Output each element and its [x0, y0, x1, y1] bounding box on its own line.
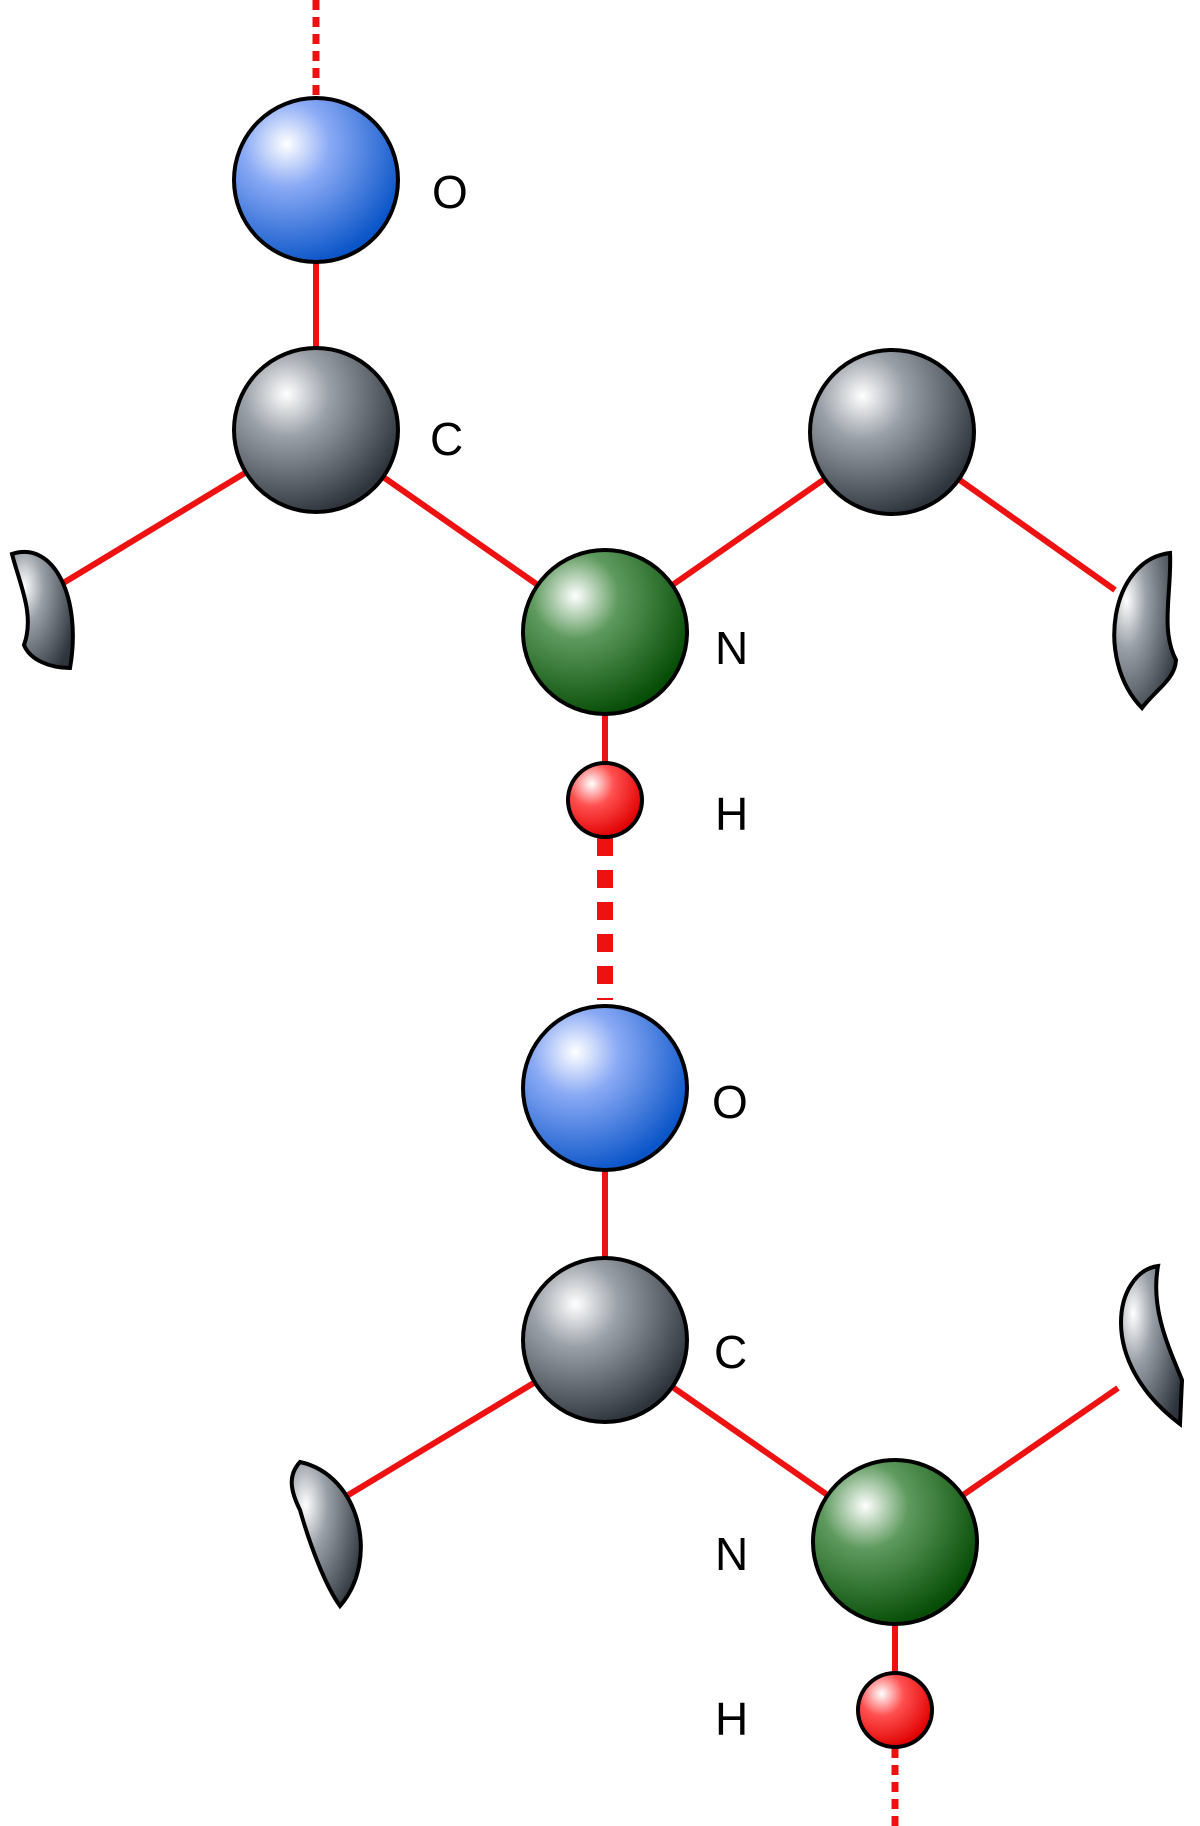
- atom-labels: O C N H O C N H: [430, 166, 748, 1745]
- label-h-top: H: [715, 788, 748, 840]
- oxygen-atom-bottom: [521, 1004, 689, 1172]
- partial-atoms: [9, 550, 1185, 1610]
- label-h-bottom: H: [715, 1693, 748, 1745]
- carbon-atom-right-top: [808, 348, 976, 516]
- partial-carbon-left-top: [9, 550, 75, 671]
- label-o-bottom: O: [712, 1076, 748, 1128]
- hydrogen-atom-top: [566, 761, 644, 839]
- nitrogen-atom-top: [521, 548, 689, 716]
- carbon-atom-top: [232, 346, 400, 514]
- nitrogen-atom-bottom: [811, 1458, 979, 1626]
- partial-carbon-right-bottom: [1119, 1263, 1185, 1428]
- label-n-top: N: [715, 622, 748, 674]
- partial-carbon-left-bottom: [289, 1459, 363, 1610]
- oxygen-atom-top: [232, 96, 400, 264]
- carbon-atom-bottom: [521, 1256, 689, 1424]
- hydrogen-atom-bottom: [856, 1671, 934, 1749]
- label-c-top: C: [430, 413, 463, 465]
- hydrogen-bonds: [312, 0, 899, 1826]
- label-o-top: O: [432, 166, 468, 218]
- partial-carbon-right-top: [1112, 550, 1179, 712]
- label-c-bottom: C: [714, 1326, 747, 1378]
- atoms: [232, 96, 979, 1749]
- label-n-bottom: N: [715, 1528, 748, 1580]
